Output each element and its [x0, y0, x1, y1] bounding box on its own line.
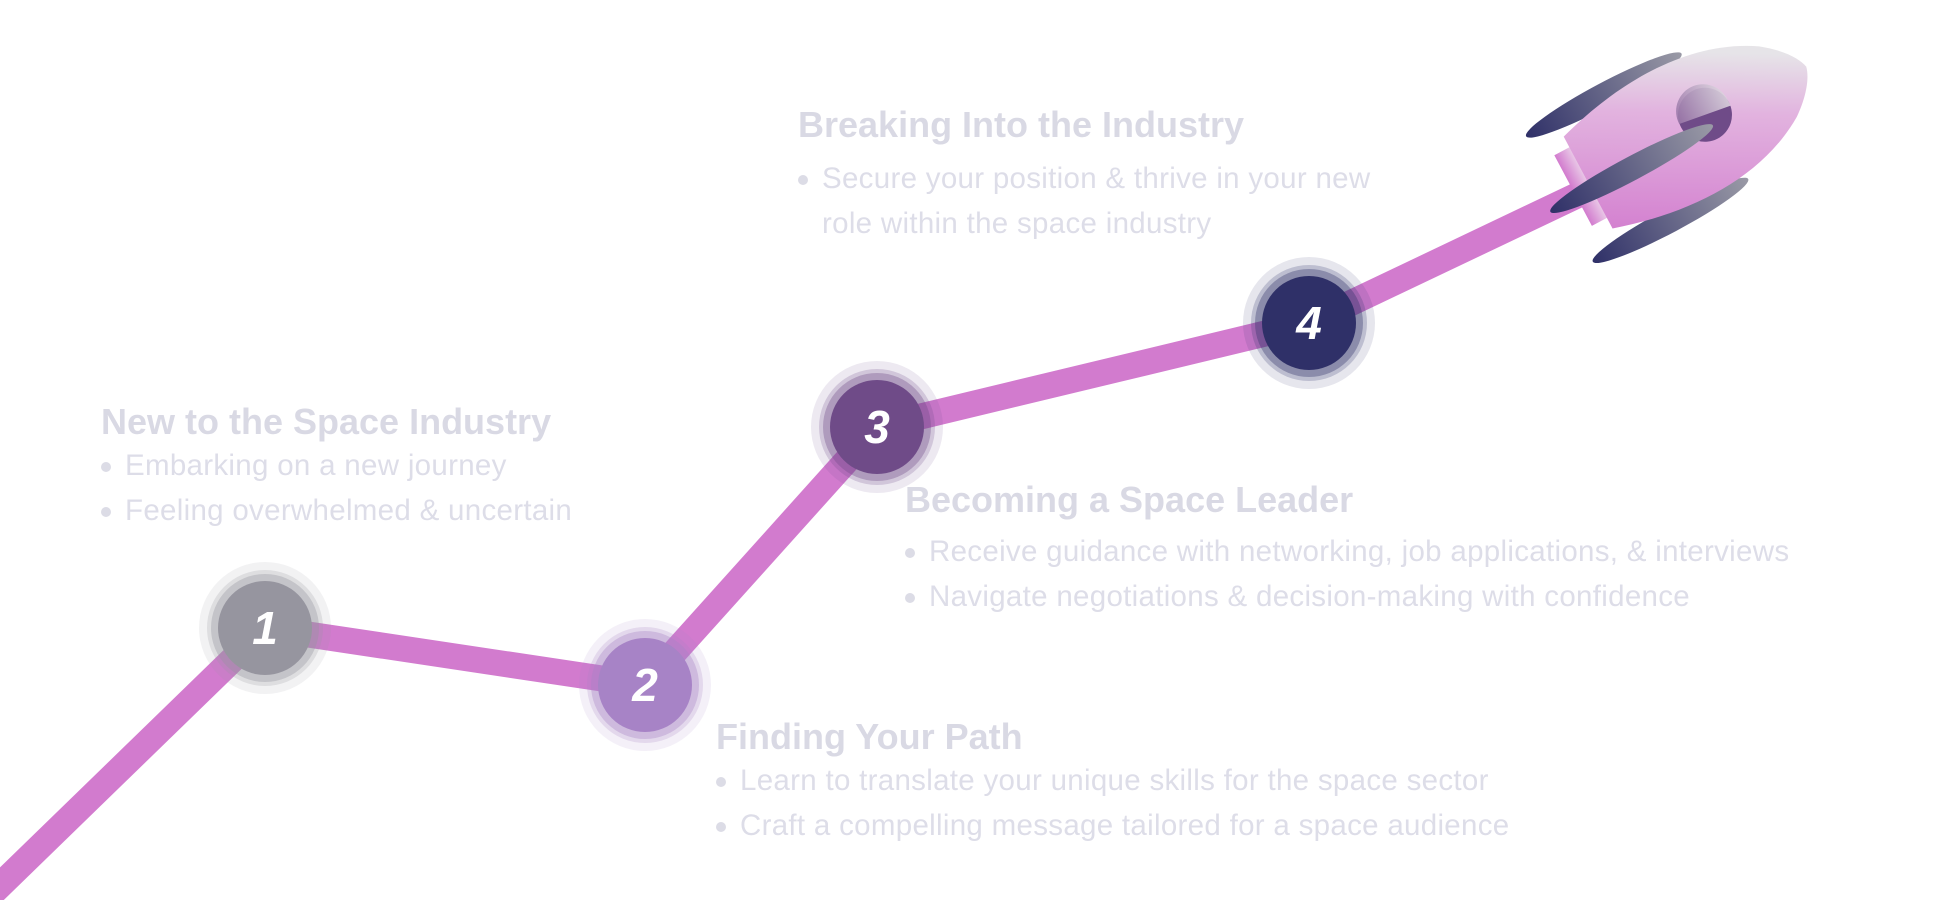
bullet-icon — [101, 462, 111, 472]
step-4-description: Breaking Into the Industry Secure your p… — [798, 103, 1398, 246]
step-3-bullets: Receive guidance with networking, job ap… — [905, 530, 1789, 619]
journey-path-line — [0, 163, 1626, 900]
list-item: Receive guidance with networking, job ap… — [905, 530, 1789, 575]
step-1-title: New to the Space Industry — [101, 401, 552, 442]
step-1-marker: 1 — [199, 562, 331, 694]
step-number: 2 — [631, 659, 658, 711]
step-4-marker: 4 — [1243, 257, 1375, 389]
step-2-marker: 2 — [579, 619, 711, 751]
marker-circle — [830, 380, 924, 474]
step-4-title: Breaking Into the Industry — [798, 104, 1245, 145]
step-3-title: Becoming a Space Leader — [905, 479, 1354, 520]
step-2-title: Finding Your Path — [716, 716, 1023, 757]
list-item: Learn to translate your unique skills fo… — [716, 759, 1509, 804]
bullet-icon — [716, 777, 726, 787]
bullet-icon — [905, 592, 915, 603]
list-item: Navigate negotiations & decision-making … — [905, 575, 1789, 620]
step-2-bullets: Learn to translate your unique skills fo… — [716, 759, 1509, 848]
bullet-icon — [798, 175, 808, 185]
marker-circle — [598, 638, 692, 732]
list-item: Feeling overwhelmed & uncertain — [101, 489, 572, 534]
step-1-bullets: Embarking on a new journey Feeling overw… — [101, 444, 572, 533]
list-item: Craft a compelling message tailored for … — [716, 804, 1509, 849]
list-item: Embarking on a new journey — [101, 444, 572, 489]
marker-circle — [218, 581, 312, 675]
list-item: Secure your position & thrive in your ne… — [798, 157, 1382, 246]
rocket-icon — [1525, 45, 1808, 264]
bullet-icon — [716, 821, 726, 832]
bullet-icon — [101, 506, 111, 517]
step-2-description: Finding Your Path Learn to translate you… — [716, 715, 1509, 848]
rocket-fin-middle — [1550, 124, 1714, 214]
step-3-marker: 3 — [811, 361, 943, 493]
step-4-bullets: Secure your position & thrive in your ne… — [798, 157, 1398, 246]
step-number: 3 — [864, 401, 890, 453]
step-number: 4 — [1295, 297, 1322, 349]
step-number: 1 — [252, 602, 278, 654]
bullet-icon — [905, 548, 915, 558]
step-3-description: Becoming a Space Leader Receive guidance… — [905, 478, 1789, 619]
marker-circle — [1262, 276, 1356, 370]
step-1-description: New to the Space Industry Embarking on a… — [101, 400, 572, 533]
